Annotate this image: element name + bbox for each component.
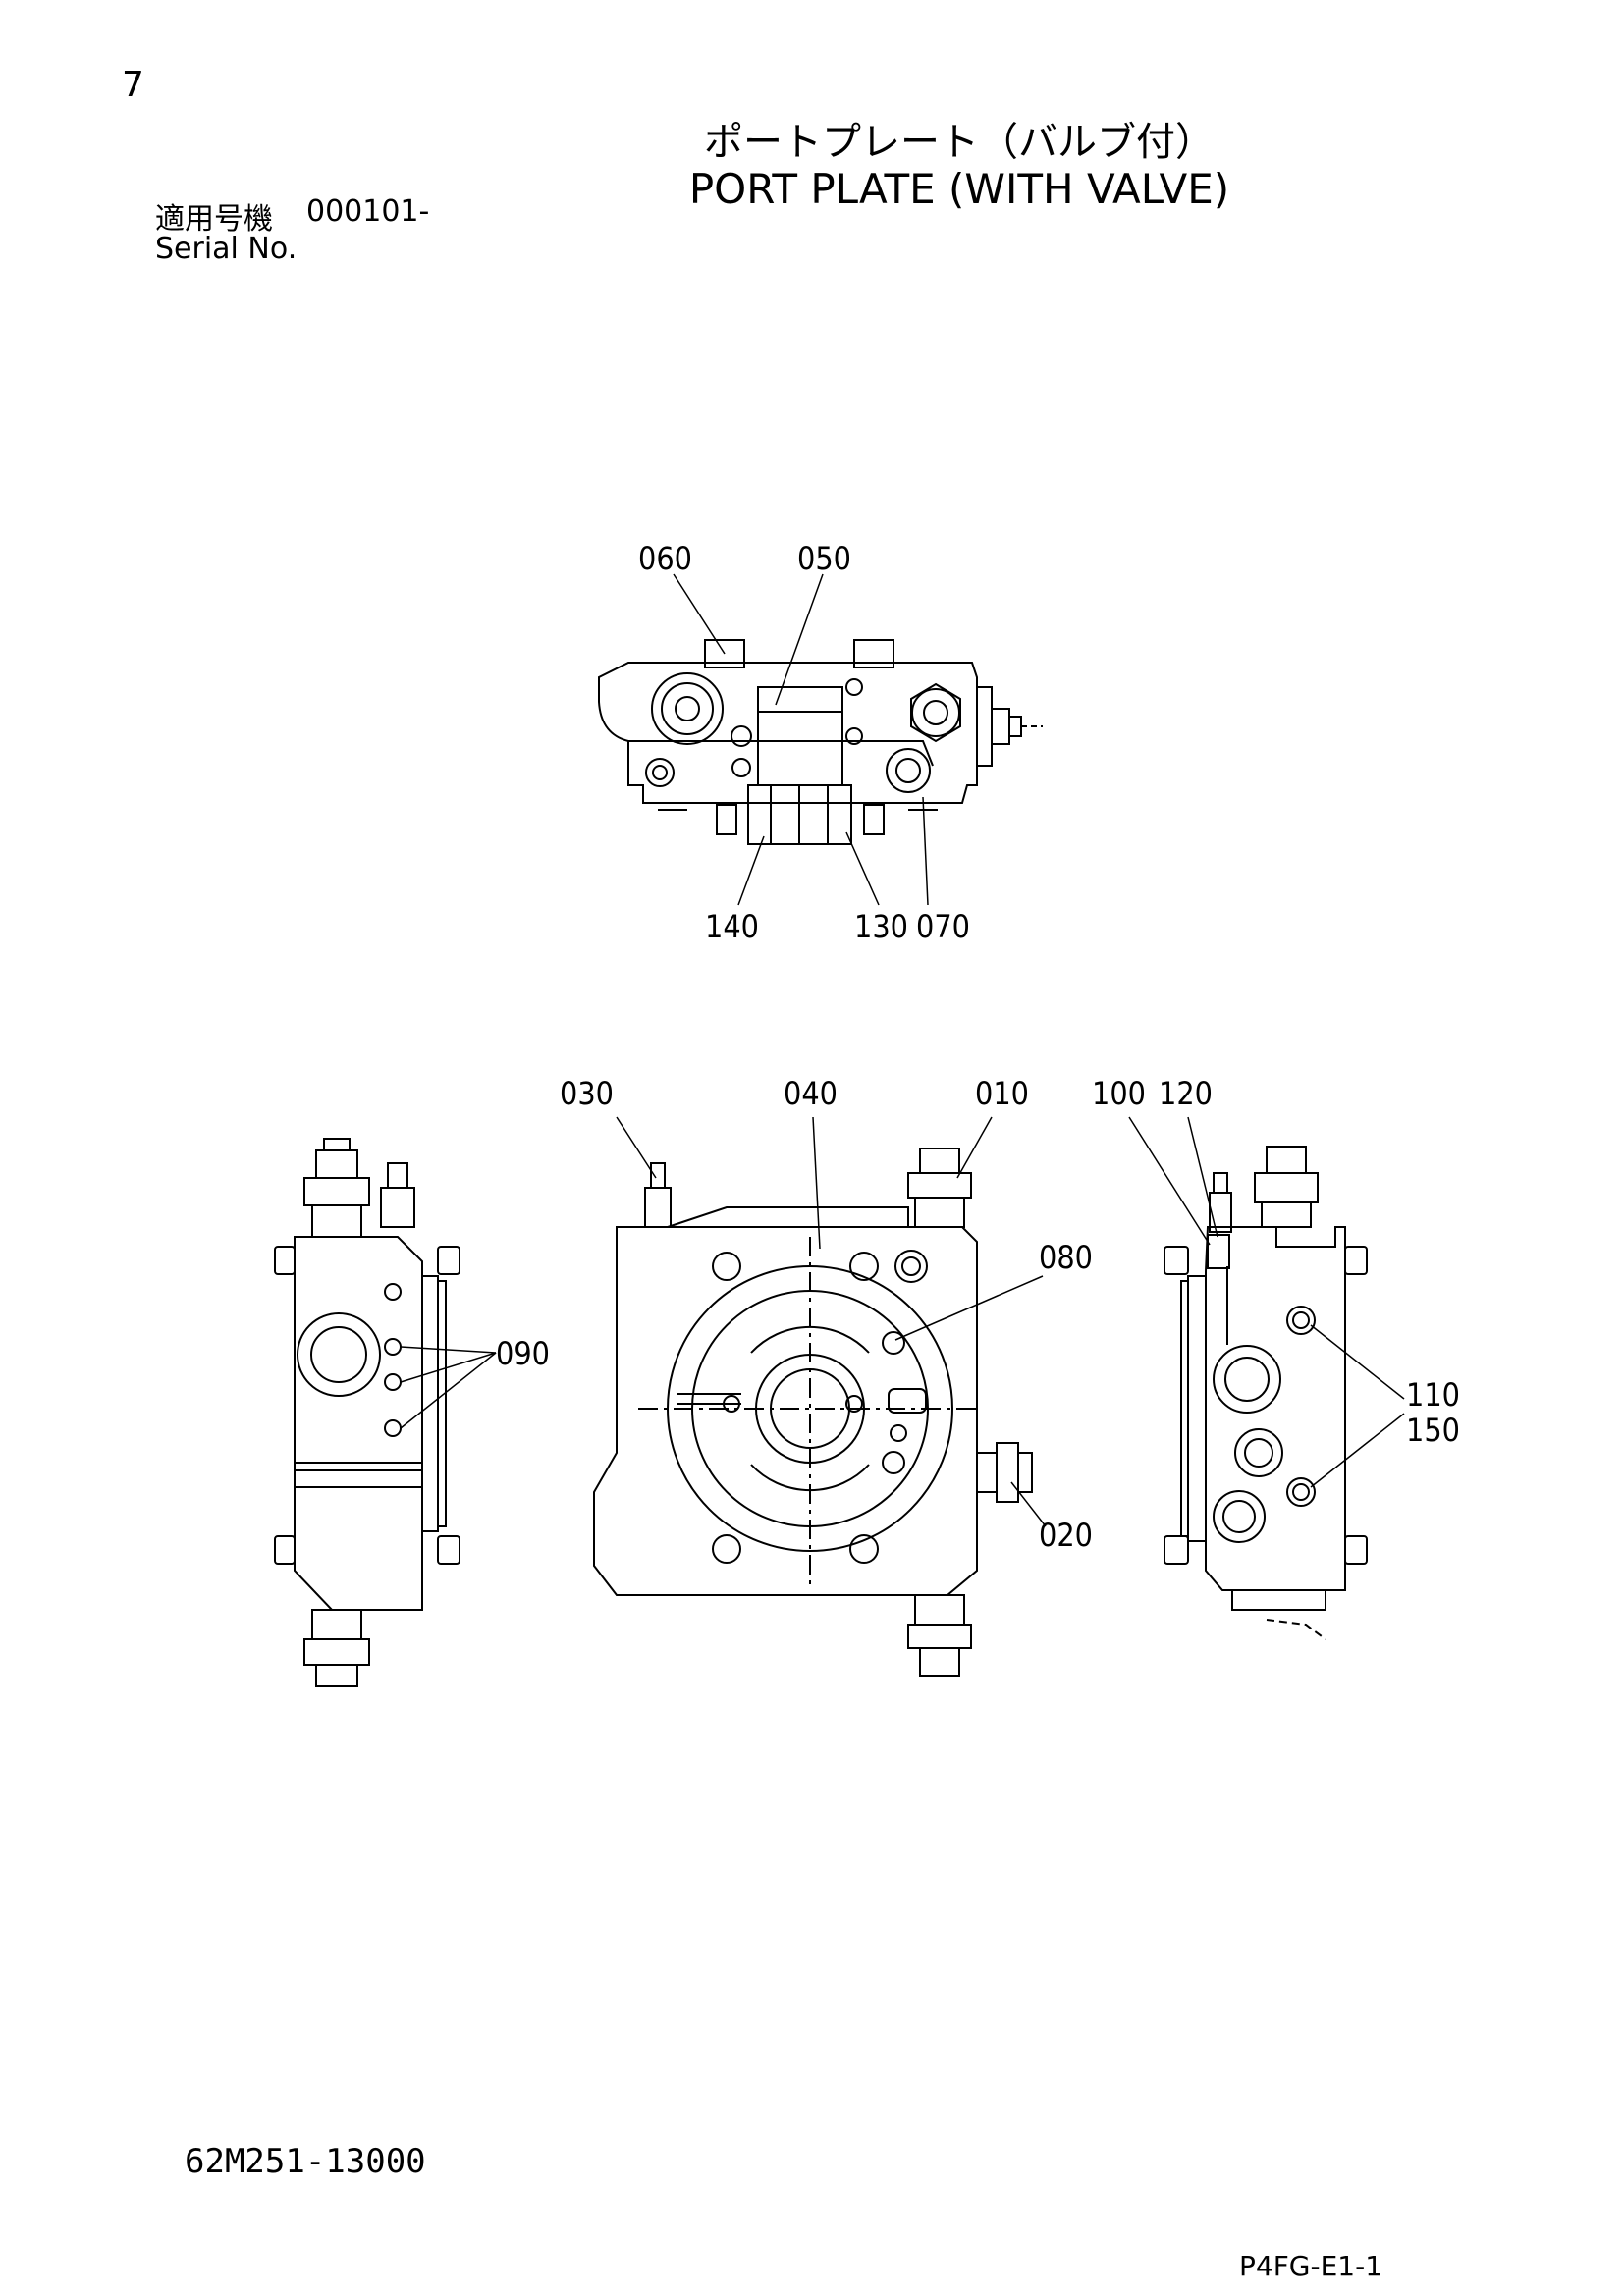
callout-130: 130: [854, 908, 908, 945]
front-view-leaders: [616, 1116, 1047, 1527]
title-japanese: ポートプレート（バルブ付）: [704, 120, 1215, 165]
callout-010: 010: [975, 1075, 1029, 1112]
left-view-leaders: [400, 1346, 497, 1429]
callout-080: 080: [1039, 1239, 1093, 1276]
left-view-drawing: [274, 1138, 460, 1687]
page-code: P4FG-E1-1: [1239, 2250, 1383, 2282]
callout-100: 100: [1092, 1075, 1146, 1112]
right-view-drawing: [1164, 1146, 1368, 1640]
title-english: PORT PLATE (WITH VALVE): [688, 165, 1230, 213]
callout-140: 140: [705, 908, 759, 945]
top-view-leaders: [673, 573, 929, 906]
drawing-number: 62M251-13000: [185, 2142, 426, 2181]
serial-label-english: Serial No.: [155, 232, 298, 266]
callout-020: 020: [1039, 1517, 1093, 1554]
top-view-drawing: [598, 639, 1043, 845]
callout-050: 050: [797, 540, 851, 577]
callout-090: 090: [496, 1335, 550, 1372]
serial-value: 000101-: [306, 194, 430, 229]
callout-110: 110: [1406, 1376, 1460, 1414]
serial-label-japanese: 適用号機: [155, 202, 273, 237]
callout-070: 070: [916, 908, 970, 945]
callout-150: 150: [1406, 1412, 1460, 1449]
callout-030: 030: [560, 1075, 614, 1112]
callout-120: 120: [1159, 1075, 1213, 1112]
callout-040: 040: [784, 1075, 838, 1112]
front-view-drawing: [593, 1148, 1033, 1677]
page-number: 7: [122, 65, 144, 105]
right-view-leaders: [1128, 1116, 1405, 1488]
callout-060: 060: [638, 540, 692, 577]
